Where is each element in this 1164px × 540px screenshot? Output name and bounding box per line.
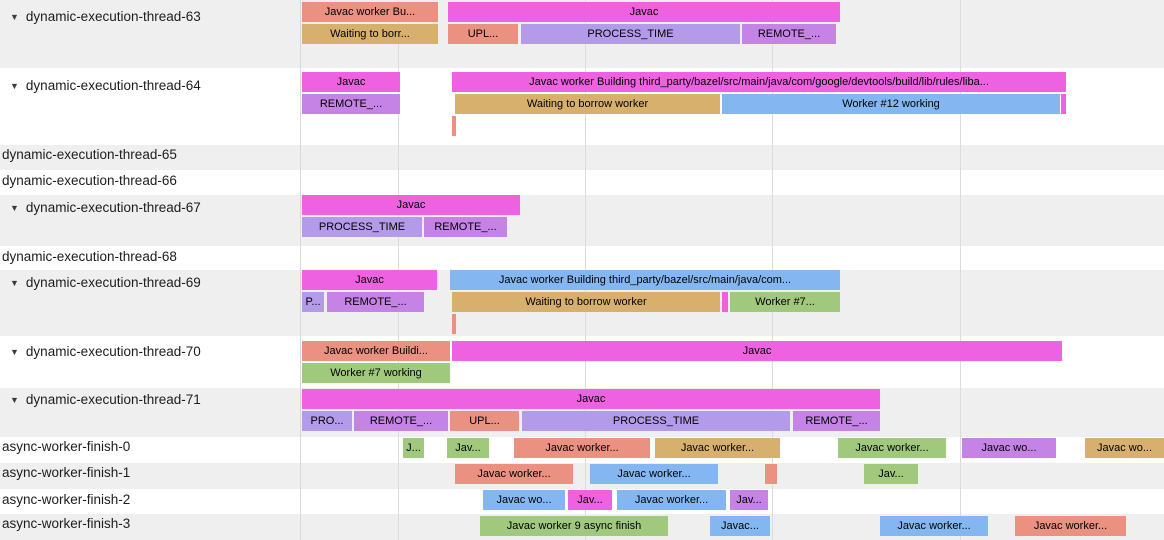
track-label[interactable]: async-worker-finish-2 xyxy=(0,491,130,509)
trace-slice[interactable]: Javac xyxy=(302,72,400,92)
trace-slice[interactable]: Jav... xyxy=(864,464,918,484)
track-background xyxy=(0,195,1164,246)
trace-slice[interactable]: Javac worker Bu... xyxy=(302,2,438,22)
track-name: dynamic-execution-thread-65 xyxy=(2,147,177,162)
track-name: async-worker-finish-2 xyxy=(2,492,131,507)
track-name: dynamic-execution-thread-71 xyxy=(25,392,201,407)
trace-slice[interactable]: P... xyxy=(302,292,324,312)
trace-slice[interactable]: Javac worker Buildi... xyxy=(302,341,450,361)
trace-slice[interactable] xyxy=(1061,94,1066,114)
trace-slice[interactable]: Javac worker... xyxy=(838,438,946,458)
trace-slice[interactable]: J... xyxy=(403,438,424,458)
panel-divider xyxy=(300,0,301,540)
track-label[interactable]: async-worker-finish-0 xyxy=(0,438,130,456)
trace-slice[interactable]: REMOTE_... xyxy=(742,24,836,44)
trace-slice[interactable]: Worker #7 working xyxy=(302,363,450,383)
track-label[interactable]: dynamic-execution-thread-65 xyxy=(0,146,177,164)
trace-slice[interactable]: REMOTE_... xyxy=(302,94,400,114)
trace-slice[interactable]: Waiting to borr... xyxy=(302,24,438,44)
trace-slice[interactable] xyxy=(452,116,456,136)
expand-collapse-triangle-icon[interactable]: ▼ xyxy=(10,81,19,91)
track-name: dynamic-execution-thread-67 xyxy=(25,200,201,215)
track-label[interactable]: ▼ dynamic-execution-thread-67 xyxy=(0,199,201,217)
trace-slice[interactable]: Javac wo... xyxy=(1085,438,1164,458)
trace-slice[interactable]: UPL... xyxy=(450,411,519,431)
track-background xyxy=(0,145,1164,170)
trace-slice[interactable]: Javac worker... xyxy=(617,490,726,510)
track-label[interactable]: dynamic-execution-thread-68 xyxy=(0,248,177,266)
trace-slice[interactable]: PROCESS_TIME xyxy=(522,411,790,431)
trace-slice[interactable]: Worker #12 working xyxy=(722,94,1060,114)
trace-slice[interactable]: Javac worker Building third_party/bazel/… xyxy=(450,270,840,290)
track-name: dynamic-execution-thread-70 xyxy=(25,344,201,359)
trace-slice[interactable]: Javac worker Building third_party/bazel/… xyxy=(452,72,1066,92)
track-label[interactable]: ▼ dynamic-execution-thread-71 xyxy=(0,391,201,409)
trace-slice[interactable]: REMOTE_... xyxy=(424,217,507,237)
trace-slice[interactable]: Javac worker... xyxy=(514,438,650,458)
track-name: dynamic-execution-thread-66 xyxy=(2,173,177,188)
track-label[interactable]: dynamic-execution-thread-66 xyxy=(0,172,177,190)
trace-slice[interactable]: Javac xyxy=(302,389,880,409)
track-label[interactable]: ▼ dynamic-execution-thread-69 xyxy=(0,274,201,292)
trace-slice[interactable]: UPL... xyxy=(448,24,518,44)
trace-slice[interactable]: Jav... xyxy=(568,490,612,510)
trace-slice[interactable]: Jav... xyxy=(730,490,768,510)
trace-slice[interactable]: REMOTE_... xyxy=(793,411,880,431)
time-gridline xyxy=(960,0,961,540)
trace-slice[interactable] xyxy=(452,314,456,334)
trace-slice[interactable] xyxy=(765,464,777,484)
trace-slice[interactable]: Javac xyxy=(448,2,840,22)
trace-slice[interactable]: Javac wo... xyxy=(962,438,1056,458)
track-label[interactable]: async-worker-finish-3 xyxy=(0,515,130,533)
trace-slice[interactable]: Javac worker... xyxy=(655,438,780,458)
trace-slice[interactable] xyxy=(722,292,728,312)
trace-slice[interactable]: Javac worker... xyxy=(590,464,718,484)
trace-slice[interactable]: Jav... xyxy=(447,438,489,458)
trace-slice[interactable]: Javac worker... xyxy=(880,516,988,536)
trace-slice[interactable]: PROCESS_TIME xyxy=(521,24,740,44)
expand-collapse-triangle-icon[interactable]: ▼ xyxy=(10,395,19,405)
track-name: async-worker-finish-0 xyxy=(2,439,131,454)
trace-slice[interactable]: Javac xyxy=(452,341,1062,361)
expand-collapse-triangle-icon[interactable]: ▼ xyxy=(10,278,19,288)
trace-slice[interactable]: Javac xyxy=(302,270,437,290)
track-name: async-worker-finish-3 xyxy=(2,516,131,531)
track-label[interactable]: ▼ dynamic-execution-thread-70 xyxy=(0,343,201,361)
track-label[interactable]: async-worker-finish-1 xyxy=(0,464,130,482)
track-name: async-worker-finish-1 xyxy=(2,465,131,480)
expand-collapse-triangle-icon[interactable]: ▼ xyxy=(10,347,19,357)
track-name: dynamic-execution-thread-68 xyxy=(2,249,177,264)
trace-slice[interactable]: PRO... xyxy=(302,411,352,431)
track-name: dynamic-execution-thread-64 xyxy=(25,78,201,93)
track-background xyxy=(0,246,1164,270)
track-label[interactable]: ▼ dynamic-execution-thread-64 xyxy=(0,77,201,95)
trace-slice[interactable]: REMOTE_... xyxy=(327,292,424,312)
trace-slice[interactable]: Waiting to borrow worker xyxy=(455,94,720,114)
trace-slice[interactable]: REMOTE_... xyxy=(354,411,448,431)
track-name: dynamic-execution-thread-69 xyxy=(25,275,201,290)
track-background xyxy=(0,170,1164,195)
trace-slice[interactable]: Worker #7... xyxy=(730,292,840,312)
trace-slice[interactable]: Waiting to borrow worker xyxy=(452,292,720,312)
trace-slice[interactable]: Javac wo... xyxy=(483,490,565,510)
trace-slice[interactable]: Javac... xyxy=(710,516,770,536)
expand-collapse-triangle-icon[interactable]: ▼ xyxy=(10,12,19,22)
trace-slice[interactable]: Javac xyxy=(302,195,520,215)
expand-collapse-triangle-icon[interactable]: ▼ xyxy=(10,203,19,213)
trace-slice[interactable]: Javac worker 9 async finish xyxy=(480,516,668,536)
track-background xyxy=(0,463,1164,489)
track-name: dynamic-execution-thread-63 xyxy=(25,9,201,24)
track-label[interactable]: ▼ dynamic-execution-thread-63 xyxy=(0,8,201,26)
trace-slice[interactable]: PROCESS_TIME xyxy=(302,217,422,237)
trace-slice[interactable]: Javac worker... xyxy=(455,464,573,484)
trace-slice[interactable]: Javac worker... xyxy=(1015,516,1126,536)
